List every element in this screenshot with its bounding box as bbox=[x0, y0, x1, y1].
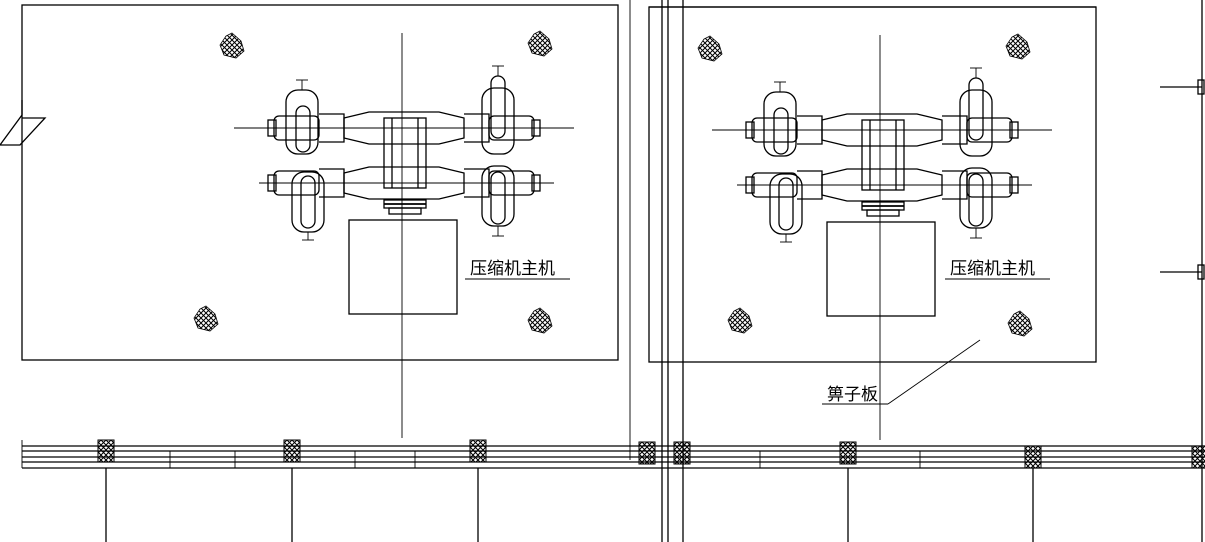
anchor-bolt bbox=[1007, 310, 1033, 337]
anchor-bolt bbox=[1005, 33, 1031, 60]
anchor-bolt bbox=[193, 305, 219, 332]
compressor-unit-left bbox=[233, 32, 575, 439]
break-line bbox=[0, 100, 47, 146]
compressor-unit-right bbox=[711, 34, 1053, 441]
support-beam bbox=[21, 440, 1205, 469]
column-pad bbox=[469, 439, 487, 463]
anchor-bolt bbox=[697, 35, 723, 62]
column-pad bbox=[839, 441, 857, 465]
grate-plate-label: 箅子板 bbox=[827, 385, 878, 405]
compressor-main-label: 压缩机主机 bbox=[950, 259, 1035, 279]
label-compressor-left: 压缩机主机 bbox=[465, 259, 570, 280]
columns bbox=[105, 468, 1034, 542]
column-pad bbox=[97, 439, 115, 463]
anchor-bolt bbox=[727, 307, 753, 334]
label-compressor-right: 压缩机主机 bbox=[945, 259, 1050, 280]
column-pad bbox=[1024, 445, 1042, 469]
column-pad bbox=[673, 441, 691, 465]
column-pad bbox=[1191, 445, 1205, 469]
anchor-bolt bbox=[219, 32, 245, 59]
label-grate-plate: 箅子板 bbox=[822, 339, 981, 405]
anchor-bolt bbox=[527, 30, 553, 57]
anchor-bolt bbox=[527, 307, 553, 334]
column-pad bbox=[638, 441, 656, 465]
right-foundation-slab bbox=[648, 6, 1097, 363]
left-foundation-slab bbox=[21, 4, 619, 361]
compressor-main-label: 压缩机主机 bbox=[470, 259, 555, 279]
column-pad bbox=[283, 439, 301, 463]
